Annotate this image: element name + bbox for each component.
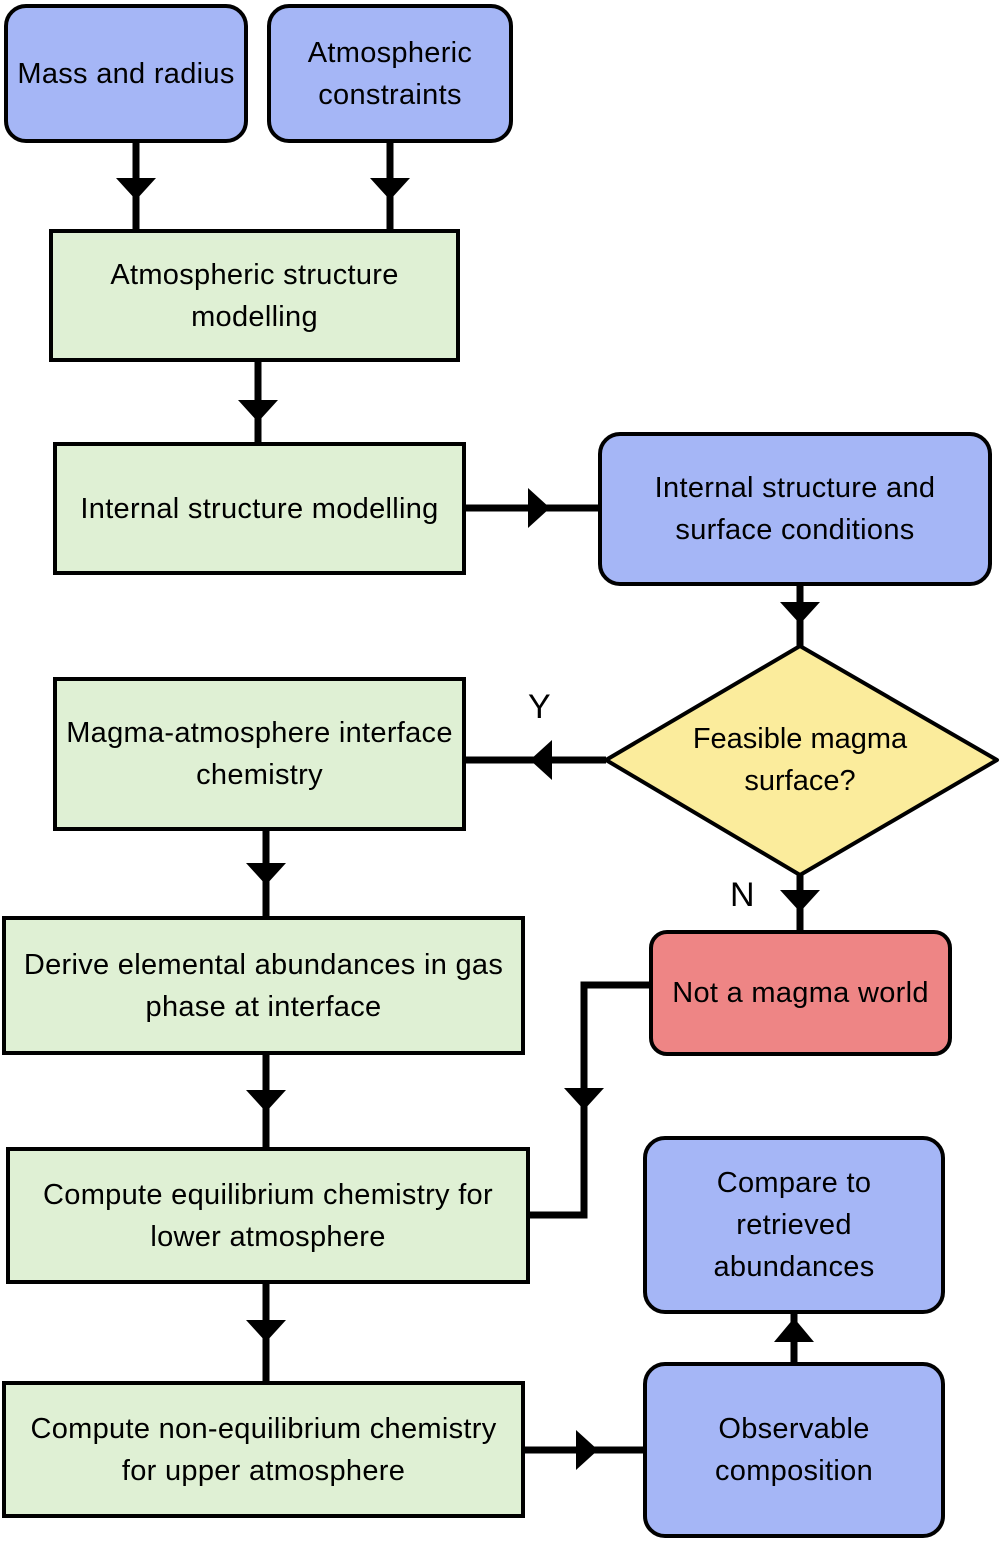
node-derive-elemental-abundances: Derive elemental abundances in gas phase… <box>2 916 525 1055</box>
yes-label: Y <box>528 688 551 726</box>
node-mass-and-radius: Mass and radius <box>4 4 248 143</box>
arrowhead-right-icon <box>528 488 550 528</box>
node-label: Observable composition <box>714 1413 874 1487</box>
node-label: Atmospheric constraints <box>307 36 473 111</box>
node-internal-structure-and-surface: Internal structure and surface condition… <box>598 432 992 586</box>
arrowhead-down-icon <box>246 1320 286 1342</box>
arrowhead-down-icon <box>238 400 278 422</box>
node-label: Not a magma world <box>672 977 929 1009</box>
node-compare-to-retrieved-abundances: Compare to retrieved abundances <box>643 1136 945 1314</box>
node-compute-non-equilibrium-chemistry: Compute non-equilibrium chemistry for up… <box>2 1381 525 1518</box>
node-label: Derive elemental abundances in gas phase… <box>23 948 504 1023</box>
arrowhead-up-icon <box>774 1318 814 1342</box>
node-compute-equilibrium-chemistry: Compute equilibrium chemistry for lower … <box>6 1147 530 1284</box>
node-atmospheric-constraints: Atmospheric constraints <box>267 4 513 143</box>
node-label: Internal structure and surface condition… <box>654 472 936 546</box>
node-magma-atmosphere-interface-chemistry: Magma-atmosphere interface chemistry <box>53 677 466 831</box>
node-label: Compute equilibrium chemistry for lower … <box>43 1178 493 1253</box>
decision-label: Feasible magma surface? <box>692 723 908 797</box>
arrowhead-down-icon <box>246 1090 286 1112</box>
arrowhead-right-icon <box>576 1430 598 1470</box>
arrowhead-down-icon <box>246 863 286 885</box>
arrowhead-down-icon <box>564 1088 604 1110</box>
node-label: Mass and radius <box>17 57 235 90</box>
node-internal-structure-modelling: Internal structure modelling <box>53 442 466 575</box>
node-observable-composition: Observable composition <box>643 1362 945 1538</box>
arrowhead-down-icon <box>116 178 156 200</box>
node-label: Internal structure modelling <box>80 492 439 525</box>
node-label: Magma-atmosphere interface chemistry <box>66 717 453 791</box>
node-label: Compare to retrieved abundances <box>713 1167 875 1283</box>
node-label: Atmospheric structure modelling <box>110 258 399 333</box>
no-label: N <box>730 876 755 914</box>
arrowhead-left-icon <box>530 740 552 780</box>
node-label: Compute non-equilibrium chemistry for up… <box>30 1412 497 1487</box>
arrowhead-down-icon <box>370 178 410 200</box>
arrowhead-down-icon <box>780 602 820 624</box>
arrowhead-down-icon <box>780 890 820 912</box>
node-atmospheric-structure-modelling: Atmospheric structure modelling <box>49 229 460 362</box>
node-not-a-magma-world: Not a magma world <box>649 930 952 1056</box>
